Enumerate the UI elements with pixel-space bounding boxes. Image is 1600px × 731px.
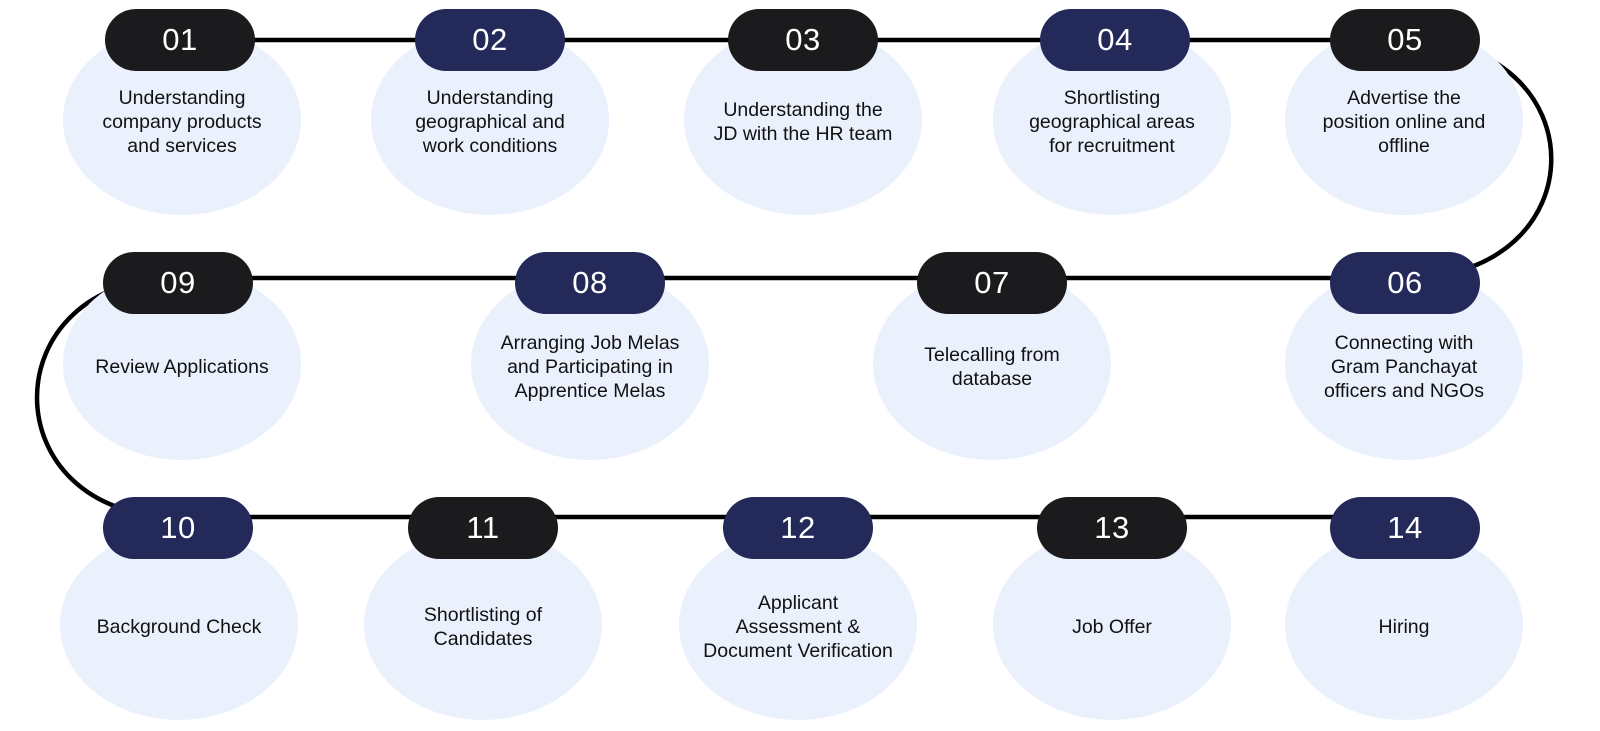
step-number-badge: 09 (103, 252, 253, 314)
step-number-badge: 08 (515, 252, 665, 314)
step-number-badge: 11 (408, 497, 558, 559)
step-label: Background Check (96, 616, 262, 638)
step-number-badge: 14 (1330, 497, 1480, 559)
step-number-badge: 12 (723, 497, 873, 559)
step-label: Understanding company products and servi… (102, 87, 262, 157)
step-number-badge: 01 (105, 9, 255, 71)
step-label: Shortlisting of Candidates (423, 604, 543, 650)
step-label: Shortlisting geographical areas for recr… (1029, 87, 1195, 157)
step-number-badge: 13 (1037, 497, 1187, 559)
step-label: Connecting with Gram Panchayat officers … (1323, 332, 1485, 402)
step-label: Advertise the position online and offlin… (1322, 87, 1486, 157)
step-number-badge: 05 (1330, 9, 1480, 71)
step-number-badge: 07 (917, 252, 1067, 314)
step-number-badge: 02 (415, 9, 565, 71)
step-label: Job Offer (1072, 616, 1152, 638)
step-label: Understanding geographical and work cond… (415, 87, 565, 157)
step-number-badge: 10 (103, 497, 253, 559)
step-label: Applicant Assessment & Document Verifica… (703, 592, 893, 662)
step-bubble (1285, 530, 1523, 720)
step-bubble (679, 530, 917, 720)
step-number-badge: 03 (728, 9, 878, 71)
step-label: Understanding the JD with the HR team (713, 99, 893, 145)
step-number-badge: 06 (1330, 252, 1480, 314)
step-label: Hiring (1378, 616, 1430, 638)
step-label: Arranging Job Melas and Participating in… (500, 332, 680, 402)
step-bubble (364, 530, 602, 720)
step-bubble (993, 530, 1231, 720)
step-number-badge: 04 (1040, 9, 1190, 71)
step-label: Telecalling from database (924, 344, 1060, 390)
step-bubble (60, 530, 298, 720)
step-label: Review Applications (95, 356, 269, 378)
